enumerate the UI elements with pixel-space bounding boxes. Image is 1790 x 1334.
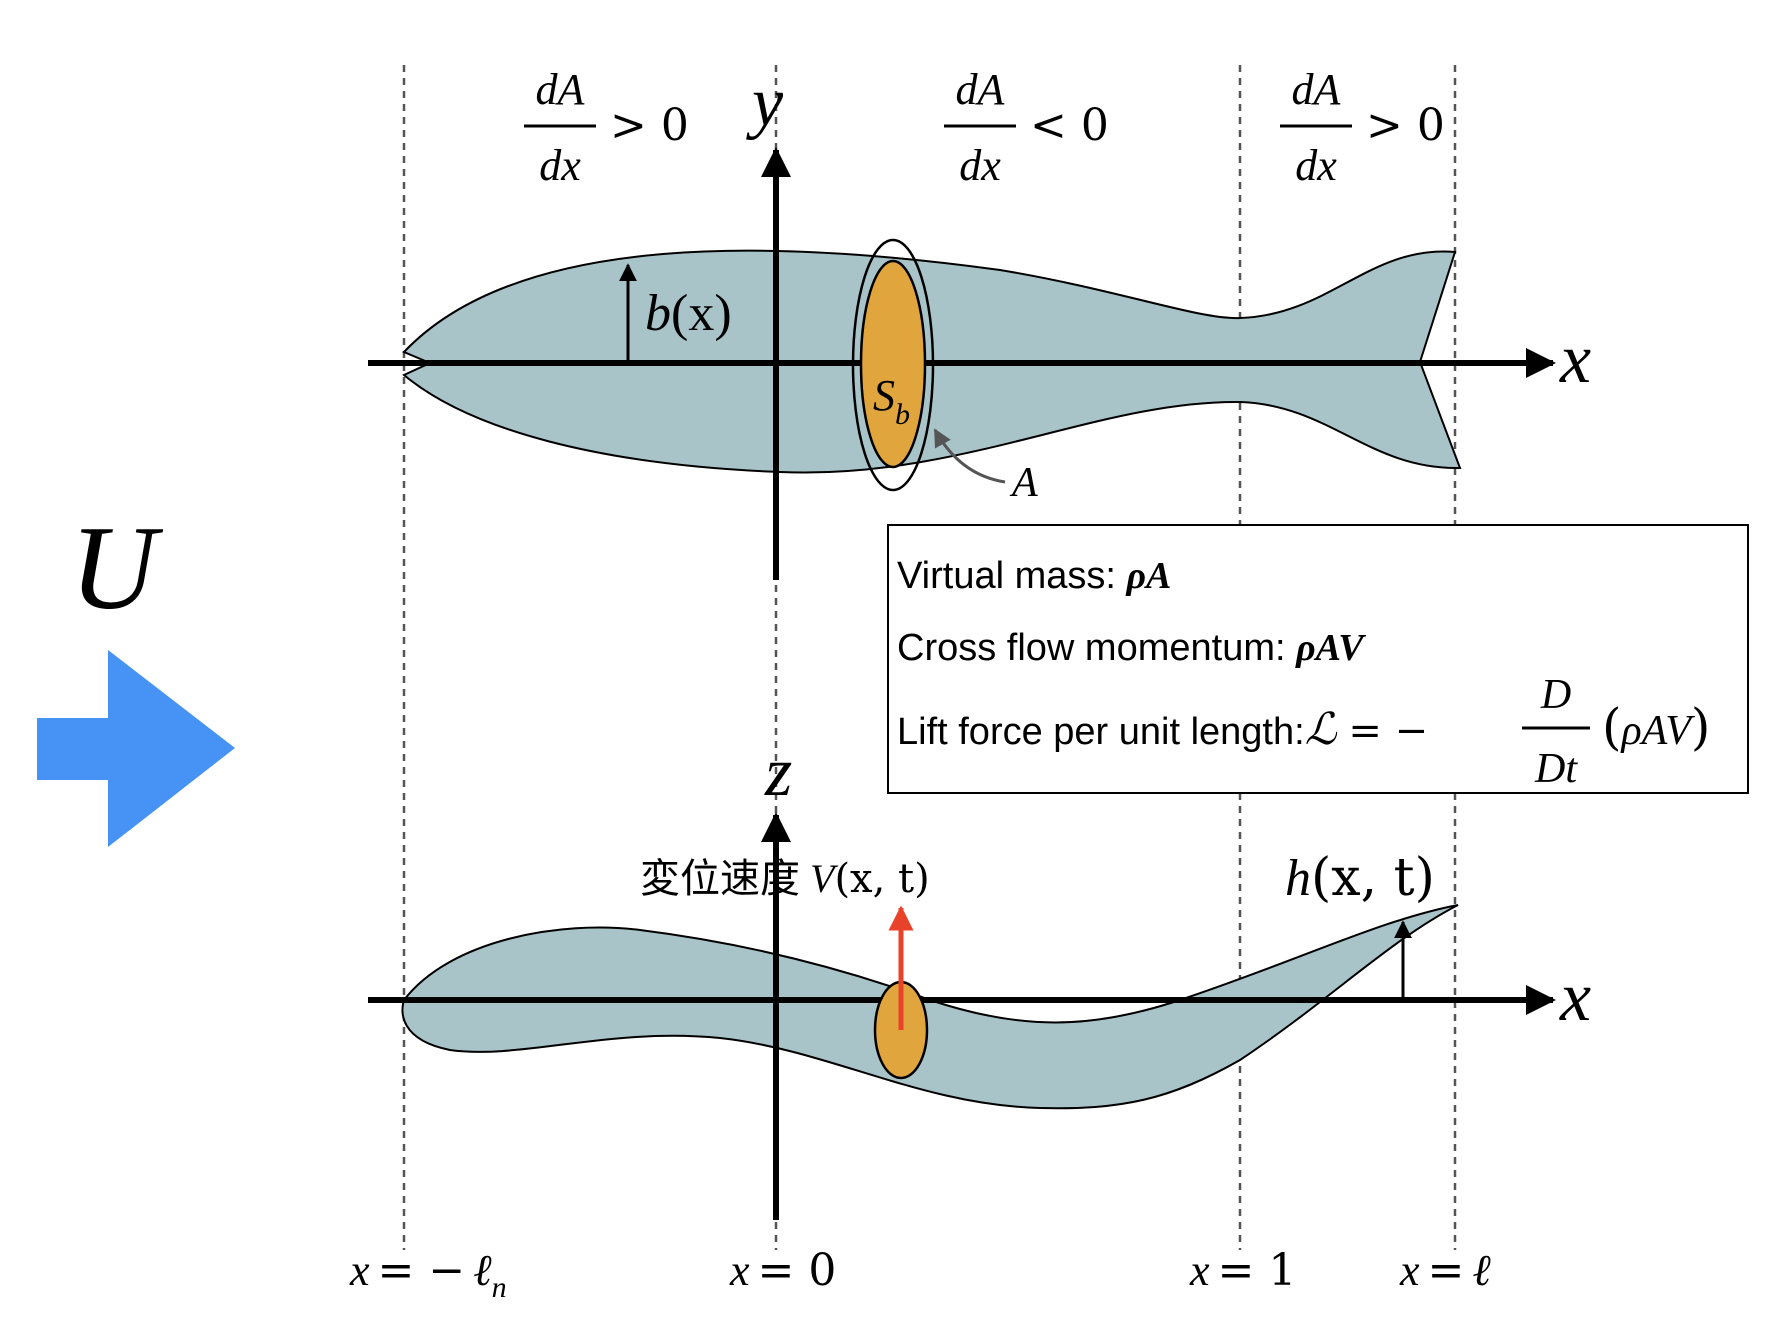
svg-text:D: D [1540,672,1571,718]
svg-text:dA: dA [1292,65,1342,114]
half-width-label: b(x) [645,285,732,342]
svg-text:dx: dx [539,141,581,190]
region-middle-derivative: dA dx < 0 [944,65,1109,190]
fish-body-side-view [401,904,1459,1110]
svg-text:> 0: > 0 [610,100,689,151]
section-label: Sb [873,371,910,431]
position-label-0: x= 0 [729,1245,836,1296]
svg-text:< 0: < 0 [1030,100,1109,151]
svg-text:dx: dx [959,141,1001,190]
position-label-l: x=ℓ [1399,1245,1491,1296]
svg-text:dA: dA [536,65,586,114]
region-right-derivative: dA dx > 0 [1280,65,1445,190]
info-box [887,524,1749,794]
material-derivative-fraction: D Dt [1522,672,1590,792]
area-pointer-arrow [933,428,1006,484]
area-label: A [1009,460,1038,506]
cross-section-outline-A [851,238,935,492]
displacement-label: h(x, t) [1285,848,1435,908]
svg-text:dx: dx [1295,141,1337,190]
flow-direction-arrow [37,650,235,847]
lift-force-line: Lift force per unit length:ℒ= − [897,705,1428,754]
x-axis-label-side: x [1559,959,1591,1036]
svg-text:dA: dA [956,65,1006,114]
position-label-1: x= 1 [1189,1245,1296,1296]
position-label-neg-ln: x= −ℓn [349,1245,507,1304]
region-left-derivative: dA dx > 0 [524,65,689,190]
cross-flow-momentum-line: Cross flow momentum: ρAV [897,627,1366,669]
flow-velocity-label: U [70,501,164,634]
momentum-term: (ρAV) [1602,698,1710,756]
svg-text:Dt: Dt [1534,746,1578,792]
x-axis-label-top: x [1559,321,1591,398]
z-axis-label: z [764,734,792,811]
virtual-mass-line: Virtual mass: ρA [897,555,1171,597]
cross-section-Sb [859,259,927,469]
svg-text:> 0: > 0 [1366,100,1445,151]
y-axis-label: y [746,64,784,141]
